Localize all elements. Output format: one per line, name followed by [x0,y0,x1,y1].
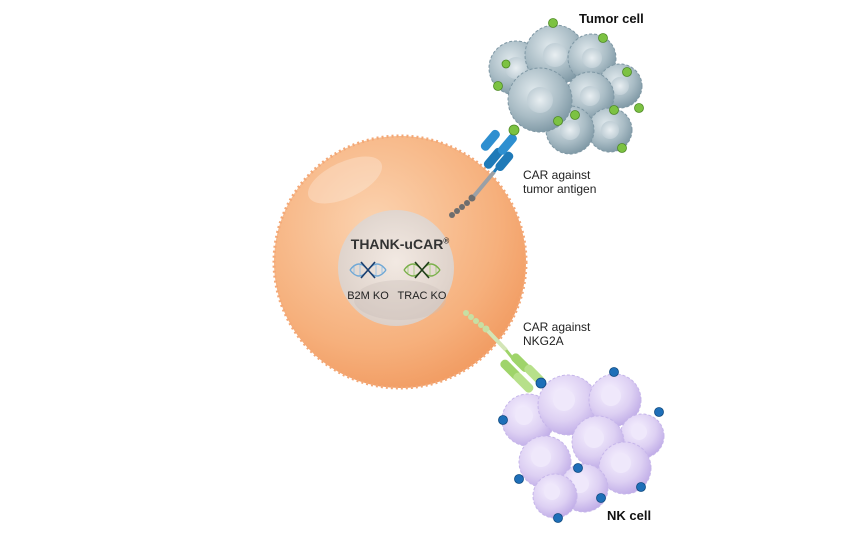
b2m-ko-label: B2M KO [347,290,389,302]
nk-cell-cluster [498,367,665,523]
cell-title: THANK-uCAR® [350,236,450,252]
tumor-cell-cluster [488,18,644,155]
car-tumor-label-line2: tumor antigen [523,182,597,196]
car-tumor-label-line1: CAR against [523,168,591,182]
dna-crossed-blue-icon [349,261,387,279]
car-nkg2a-label-line2: NKG2A [523,334,564,348]
tumor-cell [587,107,633,153]
car-nkg2a-label: CAR against NKG2A [523,320,590,348]
tumor-cell [507,67,573,133]
dna-crossed-green-icon [403,261,441,279]
tumor-cell [567,33,617,83]
thank-ucar-cell [272,134,528,390]
tumor-antigen-markers [493,18,644,153]
trac-ko-label: TRAC KO [397,290,447,302]
nk-cell [537,374,599,436]
car-tumor-label: CAR against tumor antigen [523,168,596,196]
nkg2a-receptor-markers [498,367,664,523]
car-nkg2a-signaling-domain [463,310,490,333]
nucleus-shadow [354,280,446,320]
car-nkg2a-receptor [463,310,545,393]
car-tumor-signaling-domain [449,194,476,218]
car-nkg2a-label-line1: CAR against [523,320,591,334]
nk-cell [588,373,642,427]
nk-cell [532,473,578,519]
tumor-cell-label: Tumor cell [579,11,644,26]
cell-highlight [307,156,383,204]
nk-cell-label: NK cell [607,508,652,523]
cell-nucleus [338,210,454,326]
car-tumor-receptor [449,129,517,218]
nk-cell [598,441,652,495]
